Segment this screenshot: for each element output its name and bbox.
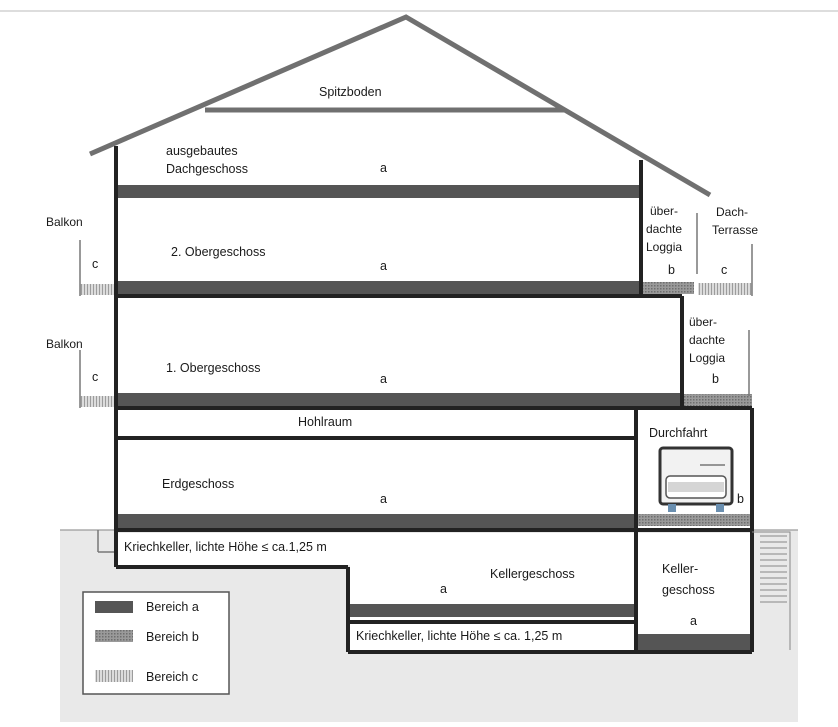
legend-label-a: Bereich a — [146, 600, 199, 614]
car-icon — [658, 446, 734, 512]
marker-c-balkon-top: c — [92, 257, 98, 271]
label-dachgeschoss-1: ausgebautes — [166, 144, 238, 158]
label-balkon-top: Balkon — [46, 215, 83, 229]
area-c-terrasse — [698, 283, 752, 295]
legend-swatch-b — [95, 630, 133, 642]
label-durchfahrt: Durchfahrt — [649, 426, 708, 440]
marker-a-keller2: a — [690, 614, 697, 628]
label-keller2-2: geschoss — [662, 583, 715, 597]
area-b-loggia-bottom — [684, 394, 752, 406]
label-dachterrasse-1: Dach- — [716, 205, 748, 219]
label-kriechkeller-1: Kriechkeller, lichte Höhe ≤ ca.1,25 m — [124, 540, 327, 554]
slab-keller2 — [638, 634, 752, 651]
label-loggia-bottom-3: Loggia — [689, 351, 725, 365]
area-b-loggia-top — [643, 282, 694, 294]
legend-label-b: Bereich b — [146, 630, 199, 644]
slab-dachgeschoss — [118, 185, 641, 198]
walls — [114, 146, 754, 654]
label-loggia-bottom-2: dachte — [689, 333, 725, 347]
keller2-space — [638, 533, 752, 651]
legend-label-c: Bereich c — [146, 670, 198, 684]
label-loggia-top-3: Loggia — [646, 240, 682, 254]
kriech1-space — [118, 533, 636, 565]
label-og1: 1. Obergeschoss — [166, 361, 261, 375]
label-dachterrasse-2: Terrasse — [712, 223, 758, 237]
marker-c-balkon-bottom: c — [92, 370, 98, 384]
exterior-stair — [752, 531, 791, 650]
label-loggia-bottom-1: über- — [689, 315, 717, 329]
marker-c-terrasse: c — [721, 263, 727, 277]
marker-a-og1: a — [380, 372, 387, 386]
label-keller2-1: Keller- — [662, 562, 698, 576]
label-loggia-top-1: über- — [650, 204, 678, 218]
marker-a-dachgeschoss: a — [380, 161, 387, 175]
area-b-durchfahrt — [638, 514, 752, 526]
legend: Bereich a Bereich b Bereich c — [82, 591, 230, 695]
roof-outline — [89, 14, 712, 198]
label-hohlraum: Hohlraum — [298, 415, 352, 429]
label-kriechkeller-2: Kriechkeller, lichte Höhe ≤ ca. 1,25 m — [356, 629, 562, 643]
slab-erdgeschoss — [118, 514, 636, 528]
marker-b-loggia-top: b — [668, 263, 675, 277]
label-erdgeschoss: Erdgeschoss — [162, 477, 234, 491]
marker-a-erdgeschoss: a — [380, 492, 387, 506]
legend-swatch-a — [95, 601, 133, 613]
area-c-balkon-bottom — [80, 396, 118, 407]
slab-og1 — [118, 393, 681, 406]
marker-b-loggia-bottom: b — [712, 372, 719, 386]
label-og2: 2. Obergeschoss — [171, 245, 266, 259]
slab-kellergeschoss — [350, 604, 636, 617]
area-c-balkon-top — [80, 284, 118, 295]
marker-a-og2: a — [380, 259, 387, 273]
slab-og2 — [118, 281, 641, 294]
label-spitzboden: Spitzboden — [319, 85, 382, 99]
label-loggia-top-2: dachte — [646, 222, 682, 236]
label-kellergeschoss: Kellergeschoss — [490, 567, 575, 581]
label-dachgeschoss-2: Dachgeschoss — [166, 162, 248, 176]
marker-a-kellergeschoss: a — [440, 582, 447, 596]
parapets — [79, 213, 753, 553]
legend-swatch-c — [95, 670, 133, 682]
label-balkon-bottom: Balkon — [46, 337, 83, 351]
marker-b-durchfahrt: b — [737, 492, 744, 506]
